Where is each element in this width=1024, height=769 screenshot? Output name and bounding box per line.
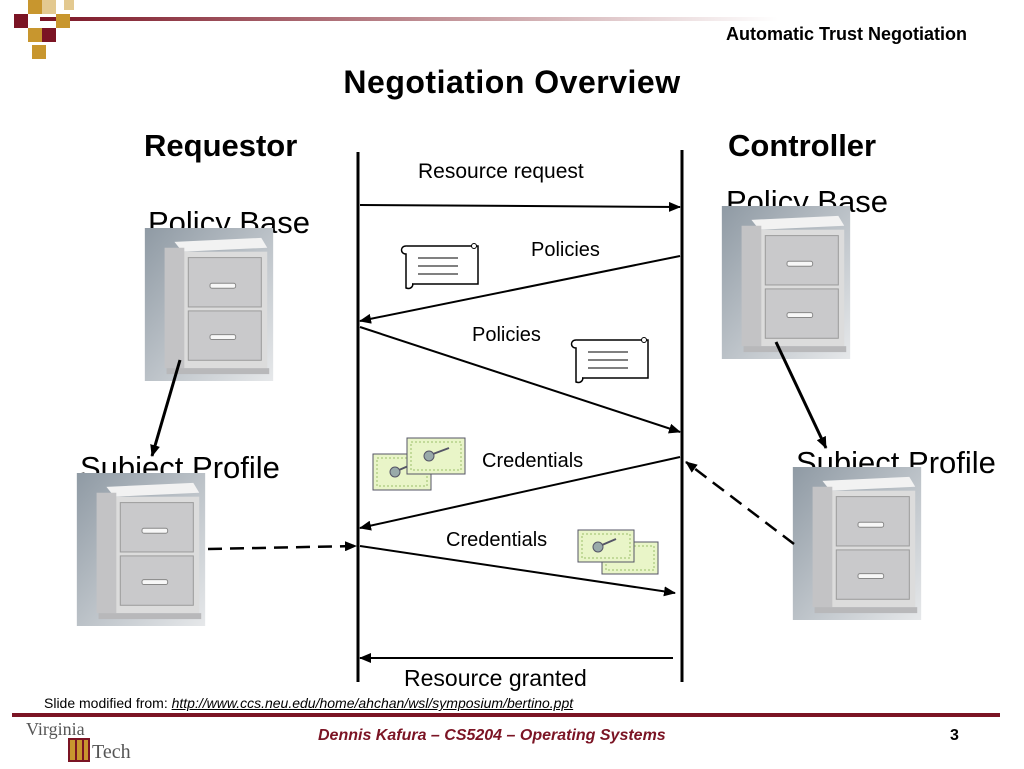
svg-text:Tech: Tech — [92, 741, 131, 763]
resource-request-label: Resource request — [418, 160, 584, 183]
scroll-document-icon — [570, 337, 649, 384]
policies-arrow-1 — [359, 255, 681, 324]
policies-arrow-2 — [359, 326, 681, 434]
source-citation: Slide modified from: http://www.ccs.neu.… — [44, 695, 573, 711]
requestor-profile-dashed-arrow — [207, 541, 357, 552]
virginia-tech-logo: Virginia Tech — [24, 718, 136, 764]
credentials-arrow-2 — [359, 545, 676, 597]
credentials-label-2: Credentials — [446, 529, 548, 551]
requestor-heading: Requestor — [144, 128, 298, 163]
footer-rule — [12, 713, 1000, 717]
credentials-label-1: Credentials — [482, 450, 584, 472]
controller-heading: Controller — [728, 128, 877, 163]
source-link[interactable]: http://www.ccs.neu.edu/home/ahchan/wsl/s… — [171, 695, 574, 711]
slide-title: Negotiation Overview — [343, 64, 681, 100]
header-banner — [0, 0, 1024, 60]
svg-text:Virginia: Virginia — [26, 719, 85, 739]
credentials-arrow-1 — [359, 456, 681, 531]
virginia-tech-logo-graphic: Virginia Tech — [26, 719, 131, 763]
controller-policy-to-profile-arrow — [774, 341, 828, 449]
requestor-policy-to-profile-arrow — [150, 359, 182, 457]
banner-graphic — [14, 0, 1024, 59]
policies-label-2: Policies — [472, 324, 541, 346]
footer-course: Dennis Kafura – CS5204 – Operating Syste… — [318, 727, 666, 744]
source-prefix: Slide modified from: — [44, 695, 172, 711]
scroll-document-icon — [400, 243, 479, 290]
resource-request-arrow — [359, 201, 681, 212]
page-number: 3 — [950, 727, 959, 744]
policies-label-1: Policies — [531, 239, 600, 261]
key-certificate-icon — [577, 529, 659, 575]
controller-profile-dashed-arrow — [685, 461, 795, 545]
header-title: Automatic Trust Negotiation — [725, 24, 967, 44]
resource-granted-label: Resource granted — [404, 665, 587, 691]
key-certificate-icon — [372, 437, 466, 491]
